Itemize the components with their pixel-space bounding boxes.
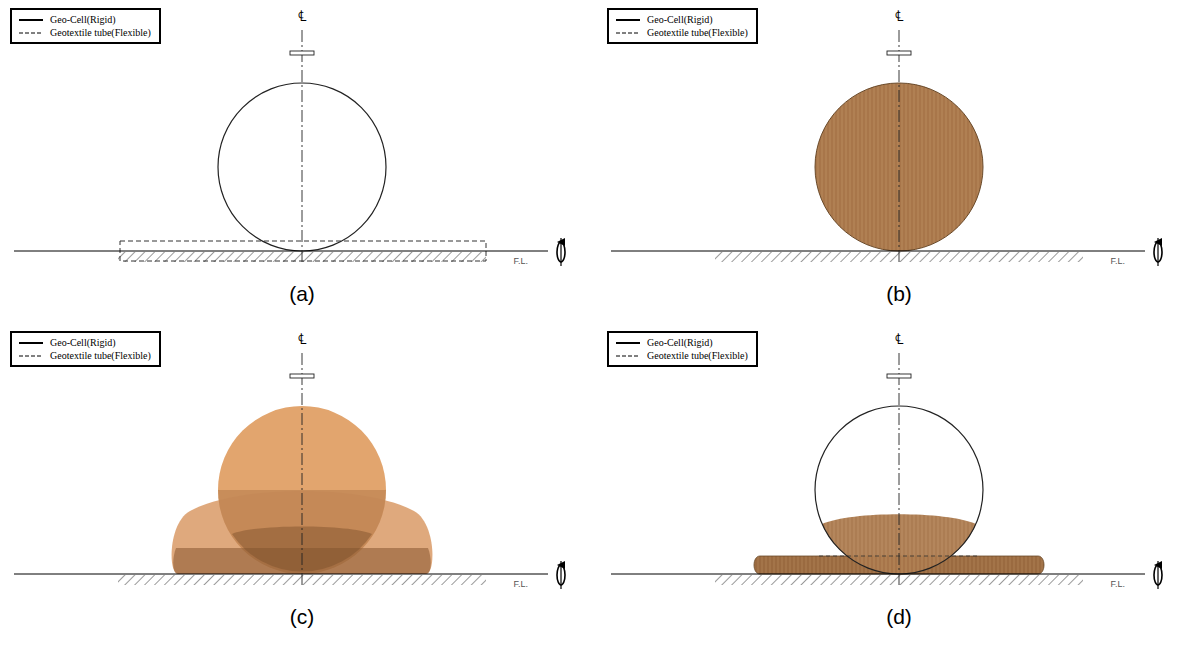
panel-drawing — [611, 30, 1162, 266]
centerline — [899, 30, 900, 262]
legend-text: Geo-Cell(Rigid) — [50, 337, 116, 348]
floor-level-label: F.L. — [1110, 579, 1125, 589]
legend-entry: Geo-Cell(Rigid) — [615, 13, 748, 26]
legend-line-sample — [18, 353, 44, 359]
centerline-marker — [887, 51, 911, 55]
centerline-marker — [290, 374, 314, 378]
legend-text: Geotextile tube(Flexible) — [50, 350, 151, 361]
centerline-marker — [290, 51, 314, 55]
floor-level-label: F.L. — [1110, 256, 1125, 266]
legend-line-sample — [18, 340, 44, 346]
centerline-symbol: ℄ — [298, 328, 307, 348]
rotation-axis — [560, 238, 561, 266]
legend-entry: Geo-Cell(Rigid) — [18, 336, 151, 349]
centerline — [302, 353, 303, 585]
panel-drawing — [14, 30, 565, 266]
legend-text: Geotextile tube(Flexible) — [647, 350, 748, 361]
legend-line-sample — [615, 17, 641, 23]
legend-text: Geotextile tube(Flexible) — [50, 27, 151, 38]
legend-box: Geo-Cell(Rigid) Geotextile tube(Flexible) — [10, 331, 161, 367]
panel-drawing — [14, 353, 565, 589]
ground-line — [14, 574, 548, 575]
panel-caption: (c) — [290, 605, 315, 629]
centerline-symbol: ℄ — [895, 5, 904, 25]
legend-text: Geo-Cell(Rigid) — [647, 337, 713, 348]
legend-entry: Geo-Cell(Rigid) — [615, 336, 748, 349]
legend-entry: Geotextile tube(Flexible) — [615, 26, 748, 39]
floor-level-label: F.L. — [513, 256, 528, 266]
rotation-axis — [560, 561, 561, 589]
rotation-axis — [1157, 238, 1158, 266]
panel-drawing — [611, 353, 1162, 589]
panel-caption: (b) — [886, 282, 912, 306]
legend-entry: Geotextile tube(Flexible) — [18, 26, 151, 39]
legend-box: Geo-Cell(Rigid) Geotextile tube(Flexible) — [607, 8, 758, 44]
centerline — [302, 30, 303, 262]
legend-text: Geo-Cell(Rigid) — [647, 14, 713, 25]
legend-line-sample — [18, 17, 44, 23]
panel-caption: (d) — [886, 605, 912, 629]
legend-box: Geo-Cell(Rigid) Geotextile tube(Flexible) — [607, 331, 758, 367]
ground-line — [611, 251, 1145, 252]
legend-line-sample — [615, 353, 641, 359]
ground-line — [611, 574, 1145, 575]
legend-entry: Geotextile tube(Flexible) — [18, 349, 151, 362]
legend-line-sample — [615, 30, 641, 36]
ground-line — [14, 251, 548, 252]
centerline — [899, 353, 900, 585]
rotation-axis — [1157, 561, 1158, 589]
legend-line-sample — [615, 340, 641, 346]
centerline-marker — [887, 374, 911, 378]
legend-text: Geo-Cell(Rigid) — [50, 14, 116, 25]
centerline-symbol: ℄ — [298, 5, 307, 25]
floor-level-label: F.L. — [513, 579, 528, 589]
centerline-symbol: ℄ — [895, 328, 904, 348]
legend-line-sample — [18, 30, 44, 36]
legend-entry: Geotextile tube(Flexible) — [615, 349, 748, 362]
panel-caption: (a) — [289, 282, 315, 306]
legend-text: Geotextile tube(Flexible) — [647, 27, 748, 38]
legend-box: Geo-Cell(Rigid) Geotextile tube(Flexible) — [10, 8, 161, 44]
legend-entry: Geo-Cell(Rigid) — [18, 13, 151, 26]
